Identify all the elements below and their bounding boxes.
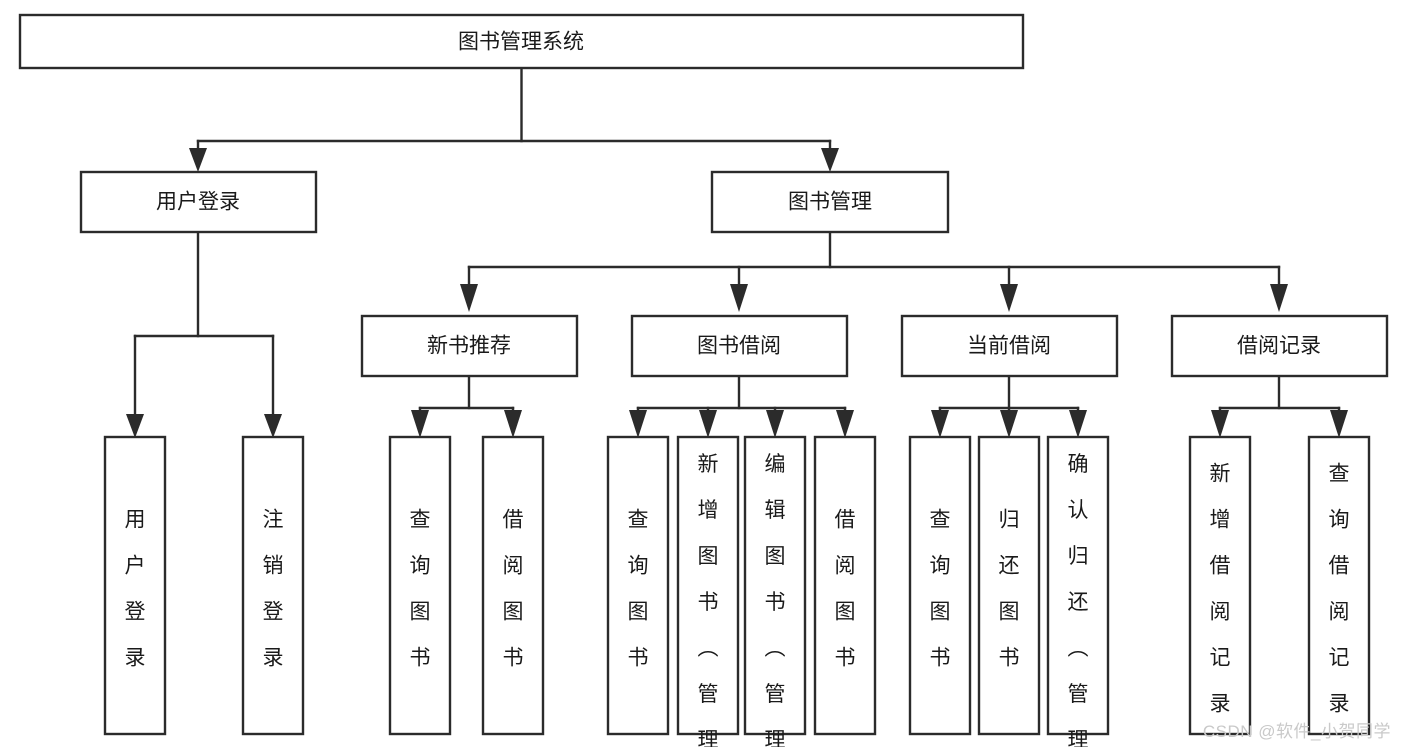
leaf-borrow-book-1-label: 借阅图书 — [503, 509, 524, 670]
leaf-return-book[interactable]: 归还图书 — [977, 435, 1041, 736]
node-user-login-label: 用户登录 — [156, 191, 240, 214]
leaf-add-book-box[interactable] — [676, 435, 740, 736]
leaf-user-login-box[interactable] — [103, 435, 167, 736]
node-current-borrow-label: 当前借阅 — [967, 335, 1051, 358]
leaf-add-record[interactable]: 新增借阅记录 — [1188, 435, 1252, 736]
node-book-borrow[interactable]: 图书借阅 — [630, 314, 849, 378]
leaf-borrow-book-2[interactable]: 借阅图书 — [813, 435, 877, 736]
node-book-management[interactable]: 图书管理 — [710, 170, 950, 234]
leaf-user-logout[interactable]: 注销登录 — [241, 435, 305, 736]
leaf-user-login-label: 用户登录 — [125, 509, 146, 670]
leaf-add-record-box[interactable] — [1188, 435, 1252, 736]
leaf-query-book-3-label: 查询图书 — [930, 509, 951, 670]
arrowhead-icon — [1270, 284, 1288, 312]
leaf-query-book-3[interactable]: 查询图书 — [908, 435, 972, 736]
arrowhead-icon — [126, 414, 144, 438]
leaf-add-record-label: 新增借阅记录 — [1210, 463, 1231, 716]
leaf-query-record[interactable]: 查询借阅记录 — [1307, 435, 1371, 736]
leaf-add-book[interactable]: 新增图书︵管理员︶ — [676, 435, 740, 747]
node-root-box[interactable] — [18, 13, 1025, 70]
leaf-borrow-book-2-box[interactable] — [813, 435, 877, 736]
arrowhead-icon — [1330, 410, 1348, 438]
node-book-borrow-label: 图书借阅 — [697, 335, 781, 358]
arrowhead-icon — [1000, 284, 1018, 312]
leaf-confirm-return-label: 确认归还︵管理员︶ — [1068, 453, 1089, 747]
watermark: CSDN @软件_小贺同学 — [1202, 722, 1391, 741]
leaf-query-book-2-box[interactable] — [606, 435, 670, 736]
leaf-edit-book[interactable]: 编辑图书︵管理员︶ — [743, 435, 807, 747]
arrowhead-icon — [411, 410, 429, 438]
arrowhead-icon — [821, 148, 839, 172]
node-new-book-recommend[interactable]: 新书推荐 — [360, 314, 579, 378]
leaf-user-logout-box[interactable] — [241, 435, 305, 736]
leaf-return-book-label: 归还图书 — [999, 509, 1020, 670]
node-book-borrow-box[interactable] — [630, 314, 849, 378]
arrowhead-icon — [730, 284, 748, 312]
arrowhead-icon — [264, 414, 282, 438]
node-current-borrow-box[interactable] — [900, 314, 1119, 378]
node-root-label: 图书管理系统 — [458, 31, 584, 54]
leaf-user-logout-label: 注销登录 — [263, 509, 284, 670]
leaf-add-book-label: 新增图书︵管理员︶ — [698, 453, 719, 747]
leaf-borrow-book-1[interactable]: 借阅图书 — [481, 435, 545, 736]
node-user-login-box[interactable] — [79, 170, 318, 234]
leaf-query-record-label: 查询借阅记录 — [1329, 463, 1350, 716]
leaf-borrow-book-2-label: 借阅图书 — [835, 509, 856, 670]
node-book-management-label: 图书管理 — [788, 191, 872, 214]
node-new-book-recommend-box[interactable] — [360, 314, 579, 378]
node-borrow-record-box[interactable] — [1170, 314, 1389, 378]
leaf-query-record-box[interactable] — [1307, 435, 1371, 736]
leaf-query-book-1[interactable]: 查询图书 — [388, 435, 452, 736]
leaf-query-book-2-label: 查询图书 — [628, 509, 649, 670]
node-current-borrow[interactable]: 当前借阅 — [900, 314, 1119, 378]
leaf-edit-book-label: 编辑图书︵管理员︶ — [765, 453, 786, 747]
arrowhead-icon — [504, 410, 522, 438]
arrowhead-icon — [766, 410, 784, 438]
arrowhead-icon — [629, 410, 647, 438]
leaf-query-book-1-label: 查询图书 — [410, 509, 431, 670]
leaf-query-book-1-box[interactable] — [388, 435, 452, 736]
node-borrow-record-label: 借阅记录 — [1237, 335, 1321, 358]
arrowhead-icon — [189, 148, 207, 172]
arrowhead-icon — [460, 284, 478, 312]
arrowhead-icon — [1069, 410, 1087, 438]
arrowhead-icon — [1000, 410, 1018, 438]
arrowhead-layer — [126, 148, 1348, 438]
node-borrow-record[interactable]: 借阅记录 — [1170, 314, 1389, 378]
leaf-confirm-return-box[interactable] — [1046, 435, 1110, 736]
arrowhead-icon — [836, 410, 854, 438]
arrowhead-icon — [1211, 410, 1229, 438]
leaf-query-book-3-box[interactable] — [908, 435, 972, 736]
node-root[interactable]: 图书管理系统 — [18, 13, 1025, 70]
leaf-return-book-box[interactable] — [977, 435, 1041, 736]
leaf-edit-book-box[interactable] — [743, 435, 807, 736]
leaf-user-login[interactable]: 用户登录 — [103, 435, 167, 736]
node-new-book-recommend-label: 新书推荐 — [427, 335, 511, 358]
arrowhead-icon — [931, 410, 949, 438]
leaf-borrow-book-1-box[interactable] — [481, 435, 545, 736]
node-book-management-box[interactable] — [710, 170, 950, 234]
leaf-query-book-2[interactable]: 查询图书 — [606, 435, 670, 736]
leaf-confirm-return[interactable]: 确认归还︵管理员︶ — [1046, 435, 1110, 747]
node-user-login[interactable]: 用户登录 — [79, 170, 318, 234]
arrowhead-icon — [699, 410, 717, 438]
